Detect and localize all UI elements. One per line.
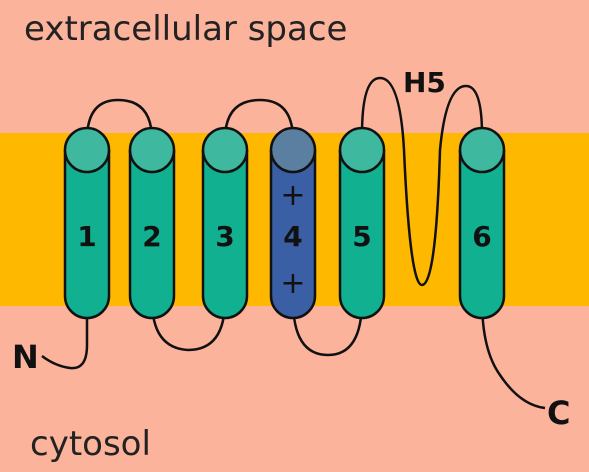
helix-outline <box>63 150 111 320</box>
helix-cap <box>63 126 111 174</box>
pore-loop-h5 <box>360 76 484 287</box>
helix-outline <box>338 150 386 320</box>
helix-outline <box>201 150 249 320</box>
loop-2-3 <box>150 299 227 352</box>
positive-charge-top: + <box>280 178 305 213</box>
helix-cap <box>201 126 249 174</box>
helix-6: 6 <box>458 126 506 320</box>
n-terminus-tail <box>41 300 89 370</box>
helix-label: 6 <box>472 220 491 253</box>
helix-cap <box>338 126 386 174</box>
helix-3: 3 <box>201 126 249 320</box>
transmembrane-helices: 1 2 3 4 + +5 6 <box>63 126 506 320</box>
helix-label: 5 <box>352 220 371 253</box>
helix-outline <box>269 150 317 320</box>
helix-1: 1 <box>63 126 111 320</box>
helix-label: 4 <box>283 220 302 253</box>
helix-5: 5 <box>338 126 386 320</box>
positive-charge-bottom: + <box>280 266 305 301</box>
helix-label: 1 <box>77 220 96 253</box>
helix-outline <box>128 150 176 320</box>
helix-label: 2 <box>142 220 161 253</box>
helix-outline <box>458 150 506 320</box>
cytosol-label: cytosol <box>30 424 151 464</box>
c-terminus-label: C <box>547 394 570 432</box>
extracellular-label: extracellular space <box>24 9 347 49</box>
connecting-loops <box>41 76 546 410</box>
helix-cap <box>128 126 176 174</box>
helix-cap <box>458 126 506 174</box>
n-terminus-label: N <box>12 338 39 376</box>
helix-2: 2 <box>128 126 176 320</box>
helix-label: 3 <box>215 220 234 253</box>
loop-3-4 <box>223 98 295 141</box>
loop-1-2 <box>85 98 154 141</box>
h5-label: H5 <box>403 66 446 99</box>
loop-4-5 <box>291 299 364 357</box>
c-terminus-tail <box>480 299 546 410</box>
helix-cap <box>269 126 317 174</box>
helix-4: 4 + + <box>269 126 317 320</box>
